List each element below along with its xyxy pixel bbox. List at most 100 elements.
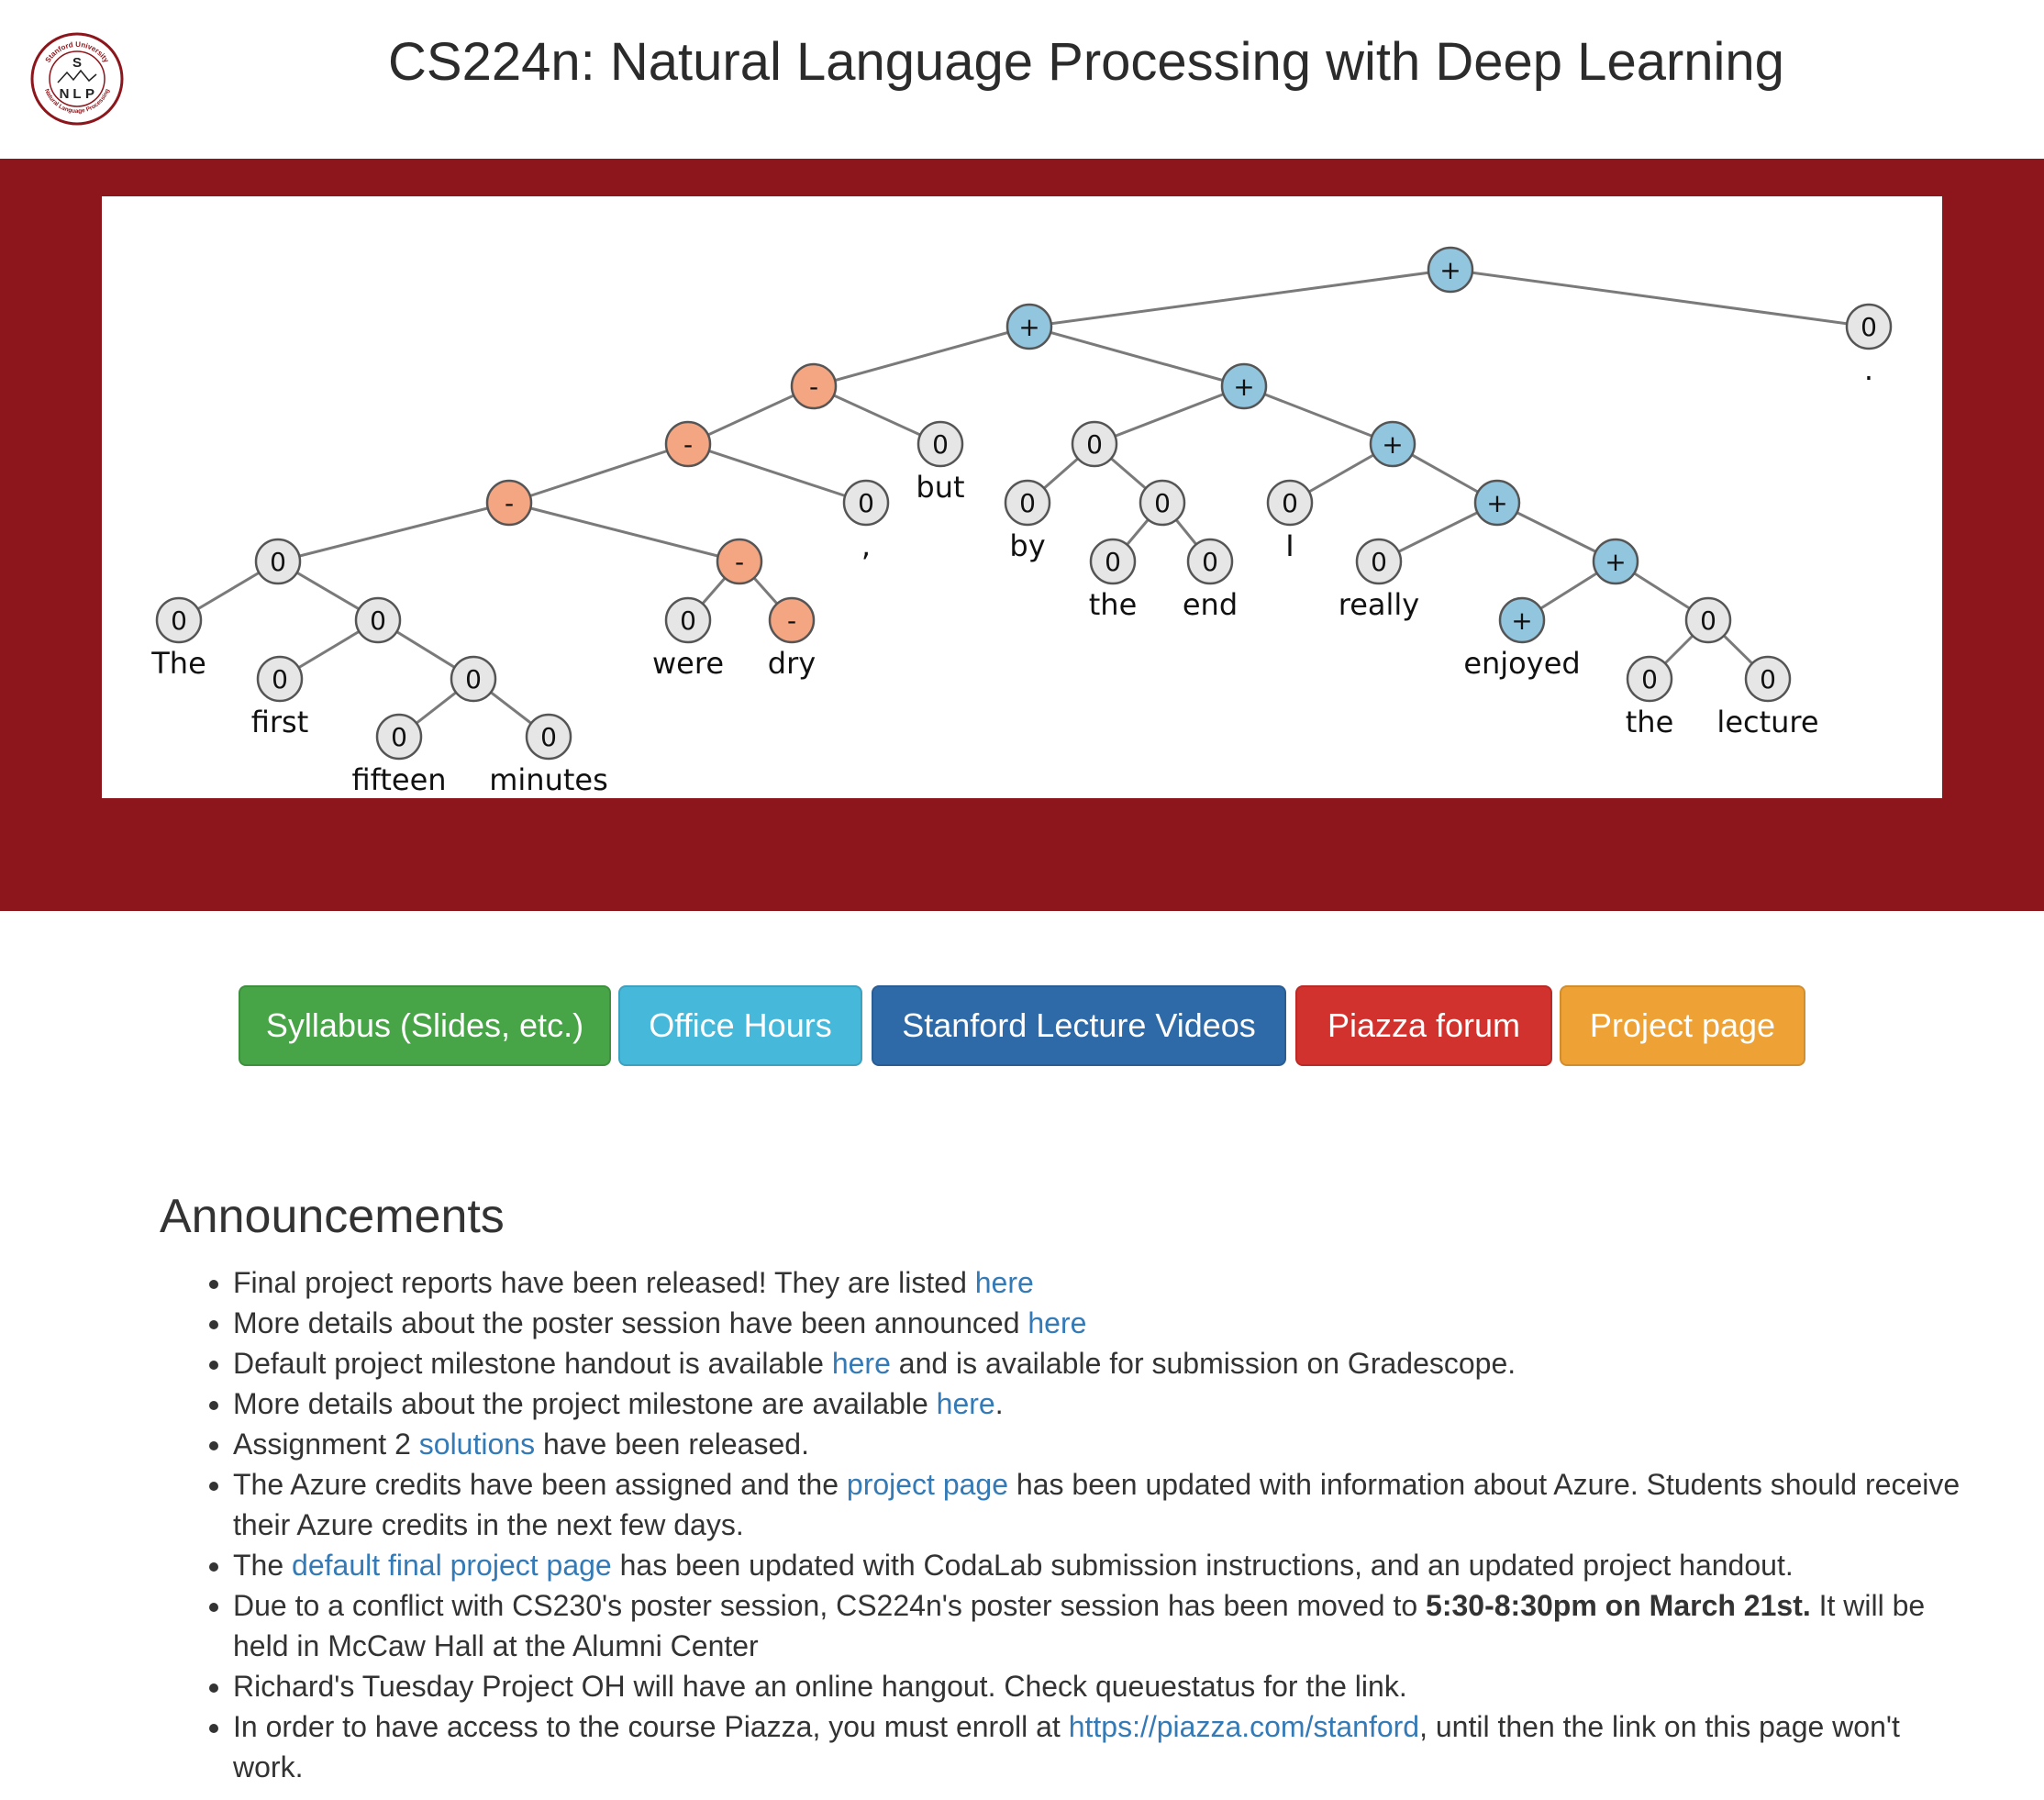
node-label: 0 <box>1861 312 1877 342</box>
node-label: + <box>1605 547 1626 577</box>
positive-node: + <box>1005 303 1053 350</box>
tree-edge <box>813 325 1030 388</box>
tree-word: fifteen <box>351 762 446 797</box>
neutral-node: 0 <box>256 655 304 703</box>
svg-text:N: N <box>60 86 70 102</box>
tree-word: lecture <box>1716 705 1818 739</box>
positive-node: + <box>1498 596 1546 644</box>
site-header: Stanford University Natural Language Pro… <box>0 0 2044 159</box>
neutral-node: 0 <box>1266 479 1314 527</box>
node-label: 0 <box>932 429 949 460</box>
project-page-link[interactable]: project page <box>846 1468 1009 1501</box>
piazza-enroll-link[interactable]: https://piazza.com/stanford <box>1068 1710 1420 1743</box>
neutral-node: 0 <box>450 655 497 703</box>
svg-text:P: P <box>85 86 94 102</box>
stanford-nlp-logo[interactable]: Stanford University Natural Language Pro… <box>30 32 124 126</box>
tree-word: end <box>1183 587 1238 622</box>
positive-node: + <box>1220 362 1268 410</box>
node-label: 0 <box>858 488 874 518</box>
tree-word: . <box>1864 352 1873 387</box>
project-page-button[interactable]: Project page <box>1560 985 1805 1066</box>
node-label: 0 <box>1086 429 1103 460</box>
node-label: 0 <box>272 664 288 694</box>
list-item: The default final project page has been … <box>233 1545 1976 1585</box>
announcements-heading: Announcements <box>160 1190 505 1243</box>
node-label: 0 <box>465 664 482 694</box>
node-label: + <box>1486 488 1507 518</box>
negative-node: - <box>485 479 533 527</box>
tree-edge <box>277 501 510 563</box>
lecture-videos-button[interactable]: Stanford Lecture Videos <box>872 985 1286 1066</box>
neutral-node: 0 <box>1139 479 1186 527</box>
neutral-node: 0 <box>254 538 302 585</box>
poster-session-link[interactable]: here <box>1028 1306 1087 1339</box>
reports-link[interactable]: here <box>974 1266 1034 1299</box>
tree-word: minutes <box>489 762 608 797</box>
tree-edge <box>508 442 689 505</box>
syllabus-button[interactable]: Syllabus (Slides, etc.) <box>239 985 611 1066</box>
tree-word: , <box>861 528 871 563</box>
positive-node: + <box>1592 538 1639 585</box>
logo-seal-icon: Stanford University Natural Language Pro… <box>30 32 124 126</box>
neutral-node: 0 <box>1744 655 1792 703</box>
node-label: 0 <box>1760 664 1776 694</box>
negative-node: - <box>716 538 763 585</box>
page-title: CS224n: Natural Language Processing with… <box>388 32 1784 92</box>
neutral-node: 0 <box>1186 538 1234 585</box>
node-label: - <box>787 606 796 636</box>
node-label: + <box>1233 372 1254 402</box>
poster-session-time: 5:30-8:30pm on March 21st. <box>1426 1589 1811 1622</box>
node-label: + <box>1439 255 1461 285</box>
tree-edge <box>1028 325 1245 388</box>
node-label: - <box>809 372 818 402</box>
node-label: + <box>1511 606 1532 636</box>
tree-edge <box>1094 384 1245 446</box>
tree-edge <box>508 501 740 563</box>
svg-text:S: S <box>72 55 82 71</box>
tree-word: the <box>1626 705 1674 739</box>
negative-node: - <box>664 420 712 468</box>
tree-edge <box>687 442 867 505</box>
neutral-node: 0 <box>842 479 890 527</box>
list-item: The Azure credits have been assigned and… <box>233 1464 1976 1545</box>
milestone-handout-link[interactable]: here <box>831 1347 891 1380</box>
tree-word: The <box>150 646 206 681</box>
neutral-node: 0 <box>354 596 402 644</box>
tree-word: dry <box>768 646 816 681</box>
node-label: - <box>683 429 693 460</box>
node-label: + <box>1382 429 1403 460</box>
neutral-node: 0 <box>525 713 572 761</box>
node-label: 0 <box>171 606 187 636</box>
node-label: + <box>1018 312 1039 342</box>
node-label: - <box>735 547 744 577</box>
tree-word: enjoyed <box>1463 646 1580 681</box>
node-label: 0 <box>680 606 696 636</box>
list-item: In order to have access to the course Pi… <box>233 1706 1976 1787</box>
tree-edge <box>813 384 941 446</box>
list-item: More details about the project milestone… <box>233 1383 1976 1424</box>
node-label: 0 <box>1105 547 1121 577</box>
tree-edge <box>1450 268 1870 328</box>
neutral-node: 0 <box>1845 303 1893 350</box>
tree-word: first <box>251 705 309 739</box>
tree-word: the <box>1089 587 1138 622</box>
neutral-node: 0 <box>1355 538 1403 585</box>
office-hours-button[interactable]: Office Hours <box>618 985 862 1066</box>
milestone-details-link[interactable]: here <box>936 1387 995 1420</box>
neutral-node: 0 <box>664 596 712 644</box>
default-final-project-link[interactable]: default final project page <box>292 1549 612 1582</box>
node-label: - <box>505 488 514 518</box>
neutral-node: 0 <box>916 420 964 468</box>
solutions-link[interactable]: solutions <box>418 1428 536 1461</box>
negative-node: - <box>768 596 816 644</box>
piazza-forum-button[interactable]: Piazza forum <box>1295 985 1552 1066</box>
node-label: 0 <box>1641 664 1658 694</box>
node-label: 0 <box>540 722 557 752</box>
list-item: Richard's Tuesday Project OH will have a… <box>233 1666 1976 1706</box>
tree-word: I <box>1285 528 1294 563</box>
svg-text:L: L <box>72 86 81 102</box>
tree-word: but <box>916 470 964 505</box>
node-label: 0 <box>1154 488 1171 518</box>
neutral-node: 0 <box>1089 538 1137 585</box>
